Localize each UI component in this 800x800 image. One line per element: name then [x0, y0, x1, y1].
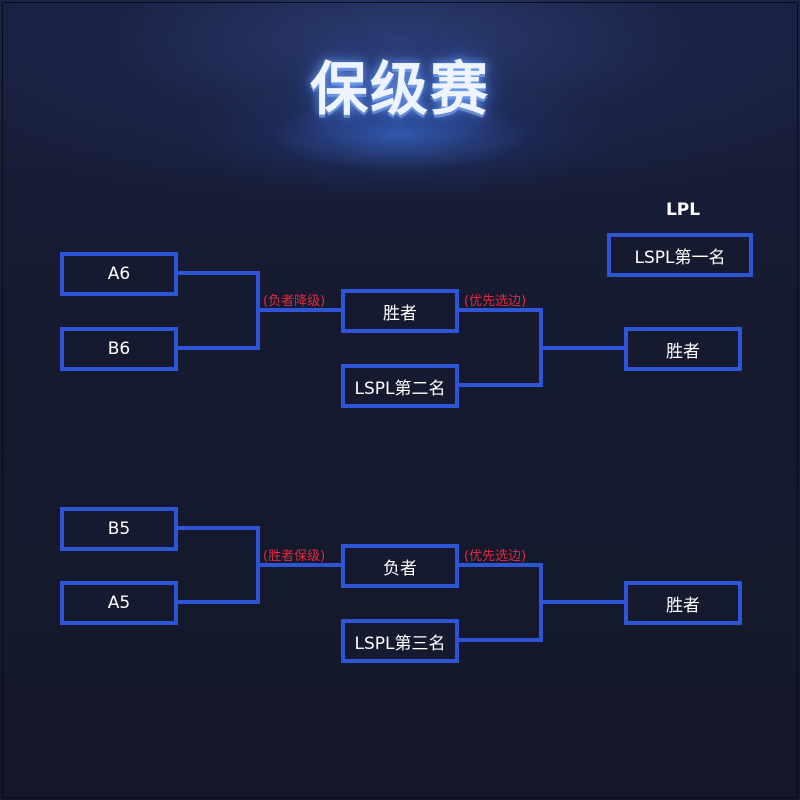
- lpl-label: LPL: [665, 200, 701, 220]
- note-loser-relegated: (负者降级): [263, 294, 326, 309]
- note-side-priority-2: (优先选边): [464, 549, 527, 564]
- final-winner-box-1: 胜者: [624, 327, 742, 371]
- lpl-seed-box: LSPL第一名: [607, 233, 753, 277]
- connector-round2-top: [458, 308, 543, 387]
- note-side-priority-1: (优先选边): [464, 294, 527, 309]
- connector-a6: [176, 271, 260, 350]
- lspl-second-box: LSPL第二名: [341, 364, 459, 408]
- connector-b5: [176, 526, 260, 604]
- connector-round2-bottom: [458, 563, 543, 642]
- team-box-a6: A6: [60, 252, 178, 296]
- team-box-b5: B5: [60, 507, 178, 551]
- round1-winner-box: 胜者: [341, 289, 459, 333]
- team-box-a5: A5: [60, 581, 178, 625]
- team-box-b6: B6: [60, 327, 178, 371]
- page-title: 保级赛: [309, 55, 490, 123]
- lspl-third-box: LSPL第三名: [341, 619, 459, 663]
- note-winner-stays: (胜者保级): [263, 549, 326, 564]
- round1-loser-box: 负者: [341, 544, 459, 588]
- final-winner-box-2: 胜者: [624, 581, 742, 625]
